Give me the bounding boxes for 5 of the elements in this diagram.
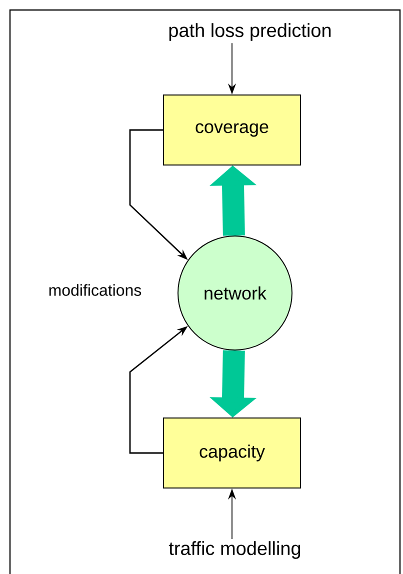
annotation-label: modifications <box>49 284 142 296</box>
caption-text: traffic modelling <box>168 541 300 559</box>
caption-text: path loss prediction <box>169 23 331 41</box>
process-box: coverage <box>163 94 301 166</box>
process-box: capacity <box>163 418 301 488</box>
